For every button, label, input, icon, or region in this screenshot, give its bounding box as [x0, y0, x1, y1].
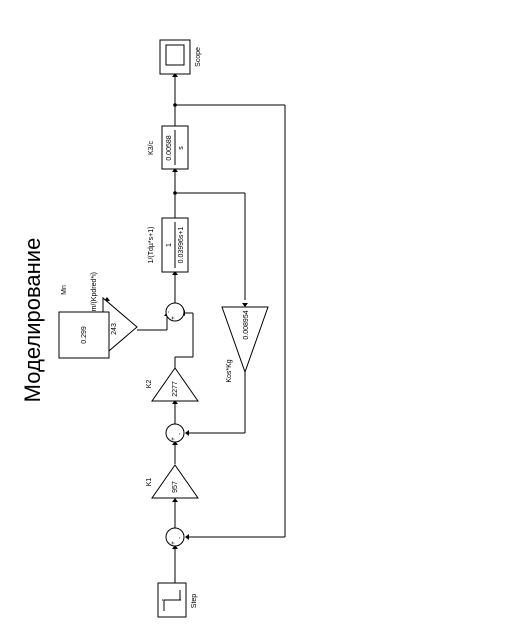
arrowhead [185, 534, 189, 540]
sum3-plus-sign: + [171, 316, 177, 320]
tf1-denominator: 0.03996s+1 [178, 227, 185, 264]
k2-value: 2277 [172, 381, 179, 397]
k2-gain-block[interactable]: 2277 K2 [146, 367, 199, 402]
scope-block[interactable]: Scope [159, 39, 202, 75]
mn-value: 0.299 [81, 326, 88, 344]
k3-numerator: 0.00588 [166, 135, 173, 160]
transfer-fcn-1-block[interactable]: 1 0.03996s+1 1/(Tdµ*s+1) [148, 217, 189, 273]
branch-point [173, 103, 177, 107]
sum1-plus-sign: + [171, 541, 177, 545]
km-label: Km/(Kpdred*i) [91, 272, 98, 316]
k1-label: K1 [146, 478, 153, 487]
sum2-minus-sign: - [177, 433, 183, 435]
sum3-block[interactable]: + - [165, 302, 185, 322]
arrowhead [242, 303, 248, 307]
k2-label: K2 [146, 380, 153, 389]
step-block-label: Step [191, 594, 198, 609]
arrowhead [185, 430, 189, 436]
k3-denominator: s [178, 146, 185, 150]
k1-value: 957 [172, 481, 179, 493]
kos-label: Kos*Kg [226, 359, 233, 382]
arrowhead [172, 400, 178, 404]
arrowhead [172, 498, 178, 502]
arrowhead [172, 441, 178, 445]
mn-label: Mn [61, 285, 68, 295]
sum2-block[interactable]: + - [165, 423, 185, 443]
arrowhead [172, 73, 178, 77]
km-value: 243 [111, 323, 118, 335]
arrowhead [172, 271, 178, 275]
k1-gain-block[interactable]: 957 K1 [146, 464, 199, 499]
tf1-label: 1/(Tdµ*s+1) [148, 227, 155, 264]
sum2-plus-sign: + [171, 437, 177, 441]
branch-point [173, 191, 177, 195]
kos-value: 0.008954 [243, 310, 250, 339]
arrowhead [172, 168, 178, 172]
scope-label: Scope [195, 47, 202, 67]
page-title: Моделирование [20, 238, 45, 403]
sum1-minus-sign: - [177, 537, 183, 539]
kos-gain-block[interactable]: 0.008954 Kos*Kg [221, 306, 269, 383]
mn-constant-block[interactable]: 0.299 Mn [58, 285, 110, 359]
arrowhead [172, 545, 178, 549]
step-block[interactable]: Step [157, 582, 198, 618]
sum1-block[interactable]: + - [165, 527, 185, 547]
k3-integrator-block[interactable]: 0.00588 s K3/c [148, 125, 189, 170]
sum3-minus-sign: - [166, 311, 172, 313]
tf1-numerator: 1 [166, 243, 173, 247]
k3-label: K3/c [148, 141, 155, 156]
